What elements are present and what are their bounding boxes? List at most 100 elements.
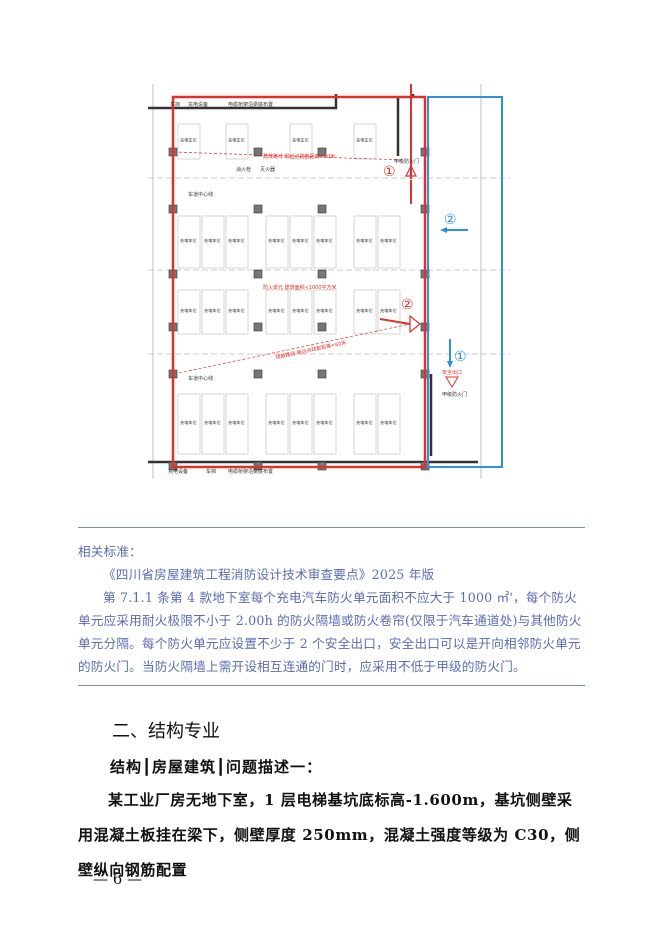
stall-label: 充电车位 <box>180 237 197 244</box>
parking-stall <box>289 289 313 335</box>
exit-triangle-icon <box>409 314 421 334</box>
stall-label: 充电车位 <box>180 137 197 144</box>
parking-stall <box>265 215 289 269</box>
structural-column <box>253 369 263 379</box>
label-lane-center: 车道中心线 <box>188 191 213 198</box>
structural-column <box>253 322 263 332</box>
stall-label: 充电车位 <box>356 137 373 144</box>
label-charger: 充电设备 <box>168 468 188 475</box>
parking-stall <box>353 289 377 335</box>
stall-label: 充电车位 <box>380 307 397 314</box>
parking-stall <box>201 289 225 335</box>
stall-label: 充电车位 <box>204 307 221 314</box>
stall-label: 充电车位 <box>316 307 333 314</box>
stall-label: 充电车位 <box>292 137 309 144</box>
stall-label: 充电车位 <box>268 237 285 244</box>
stall-label: 充电车位 <box>292 307 309 314</box>
stall-label: 充电车位 <box>292 237 309 244</box>
section-heading: 二、结构专业 <box>112 721 220 742</box>
parking-stall <box>201 393 225 455</box>
parking-stall <box>177 215 201 269</box>
label-fire-door: 甲级防火门 <box>394 158 419 165</box>
label-hydrant: 消火栓 <box>236 166 251 173</box>
parking-stall <box>177 393 201 455</box>
label-cable-tray: 电缆桥架沿梁底布置 <box>228 468 273 475</box>
stall-label: 充电车位 <box>316 419 333 426</box>
structural-column <box>317 147 327 157</box>
arrowhead-icon <box>447 361 453 368</box>
label-lane-center: 车道中心线 <box>188 375 213 382</box>
parking-stall <box>289 123 313 160</box>
parking-stall <box>313 393 337 455</box>
standard-source: 《四川省房屋建筑工程消防设计技术审查要点》2025 年版 <box>103 567 435 582</box>
divider <box>78 527 585 528</box>
stall-label: 充电车位 <box>356 237 373 244</box>
stall-label: 充电车位 <box>228 307 245 314</box>
marker-1-red: ① <box>383 164 396 180</box>
label-cable-tray: 电缆桥架沿梁底布置 <box>228 101 273 108</box>
parking-stall <box>265 289 289 335</box>
related-standard-box: 相关标准： 《四川省房屋建筑工程消防设计技术审查要点》2025 年版 第 7.1… <box>78 540 586 678</box>
arrow-icon <box>379 318 411 325</box>
fire-unit-boundary <box>171 95 427 469</box>
stall-label: 充电车位 <box>268 419 285 426</box>
adjacent-fire-unit-boundary <box>427 96 503 468</box>
stall-label: 充电车位 <box>356 419 373 426</box>
parking-stall <box>201 215 225 269</box>
structural-column <box>317 269 327 279</box>
marker-1-blue: ① <box>454 349 467 365</box>
stall-label: 充电车位 <box>316 237 333 244</box>
issue-description: 某工业厂房无地下室，1 层电梯基坑底标高-1.600m，基坑侧壁采用混凝土板挂在… <box>78 791 581 879</box>
label-fire-door: 甲级防火门 <box>442 391 467 398</box>
stall-label: 充电车位 <box>180 419 197 426</box>
structural-column <box>253 204 263 214</box>
parking-stall <box>225 289 249 335</box>
parking-stall <box>377 393 401 455</box>
exit-triangle-icon <box>445 376 459 388</box>
parking-stall <box>313 215 337 269</box>
parking-stall <box>313 289 337 335</box>
issue-subheading: 结构┃房屋建筑┃问题描述一： <box>110 758 323 776</box>
structural-column <box>253 269 263 279</box>
parking-stall <box>177 289 201 335</box>
standard-label: 相关标准： <box>78 544 142 559</box>
label-bumper: 车挡 <box>206 468 216 475</box>
label-extinguisher: 灭火器 <box>260 167 275 173</box>
parking-stall <box>225 123 249 160</box>
marker-2-blue: ② <box>444 212 457 228</box>
stall-label: 充电车位 <box>268 307 285 314</box>
standard-text: 第 7.1.1 条第 4 款地下室每个充电汽车防火单元面积不应大于 1000 ㎡… <box>78 590 582 674</box>
floor-plan-drawing: 充电车位充电车位充电车位充电车位充电车位充电车位充电车位充电车位充电车位充电车位… <box>148 84 510 479</box>
parking-stall <box>353 393 377 455</box>
parking-stall <box>377 215 401 269</box>
label-charger: 充电设备 <box>188 101 208 108</box>
page-number: — 6 — <box>93 870 143 888</box>
stall-label: 充电车位 <box>356 307 373 314</box>
structural-column <box>317 369 327 379</box>
label-exit: 安全出口 <box>442 369 462 376</box>
parking-stall <box>177 123 201 160</box>
stall-label: 充电车位 <box>204 419 221 426</box>
parking-stall <box>265 393 289 455</box>
parking-floor-plan-figure: 充电车位充电车位充电车位充电车位充电车位充电车位充电车位充电车位充电车位充电车位… <box>148 84 510 479</box>
divider <box>78 685 585 686</box>
label-bumper: 车挡 <box>170 101 180 108</box>
parking-stall <box>353 215 377 269</box>
parking-stall <box>289 393 313 455</box>
stall-label: 充电车位 <box>204 237 221 244</box>
parking-stall <box>225 215 249 269</box>
stall-label: 充电车位 <box>228 419 245 426</box>
stall-label: 充电车位 <box>228 137 245 144</box>
label-evac-route: 疏散路线 最远点疏散距离<60米 <box>275 339 347 361</box>
parking-stall <box>225 393 249 455</box>
label-fire-unit: 防火单元 建筑面积<1000平方米 <box>263 284 337 291</box>
label-evac-route: 疏散路线 最远点疏散距离<60米 <box>263 153 335 160</box>
stall-label: 充电车位 <box>228 237 245 244</box>
arrowhead-icon <box>440 227 447 233</box>
structural-column <box>317 322 327 332</box>
stall-label: 充电车位 <box>380 237 397 244</box>
stall-label: 充电车位 <box>292 419 309 426</box>
structural-column <box>317 204 327 214</box>
stall-label: 充电车位 <box>380 419 397 426</box>
parking-stall <box>289 215 313 269</box>
